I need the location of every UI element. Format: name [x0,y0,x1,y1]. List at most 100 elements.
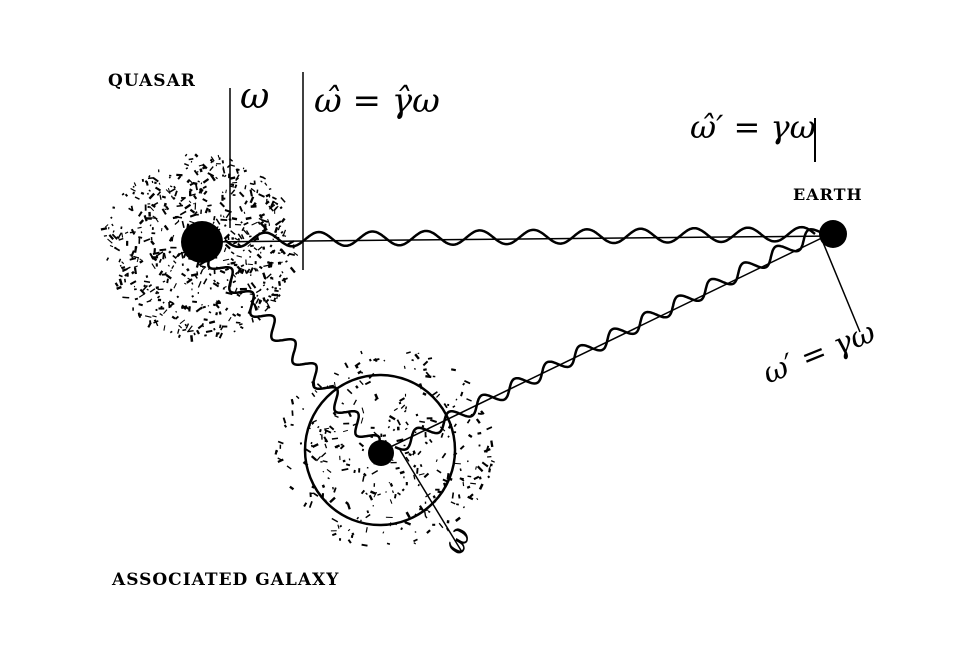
stipple-mark [442,478,449,483]
omega-quasar-annotation: ω [240,76,269,117]
stipple-mark [241,227,245,232]
stipple-mark [245,216,252,221]
quasar-label: QUASAR [108,71,196,91]
stipple-mark [188,178,194,184]
stipple-mark [173,260,177,264]
stipple-mark [111,223,114,227]
stipple-mark [413,538,418,543]
stipple-mark [100,227,108,231]
stipple-mark [138,303,143,307]
stipple-mark [199,265,206,268]
stipple-mark [374,357,378,363]
stipple-mark [235,174,240,181]
stipple-mark [478,483,484,490]
stipple-mark [163,252,167,259]
stipple-mark [134,297,139,301]
stipple-mark [247,243,252,247]
stipple-mark [277,281,282,286]
stipple-mark [161,208,167,215]
stipple-mark [192,181,198,186]
stipple-mark [274,289,279,292]
stipple-mark [155,290,160,295]
stipple-mark [148,284,153,288]
stipple-mark [215,218,221,225]
stipple-mark [137,313,143,317]
stipple-mark [230,230,236,235]
stipple-mark [475,418,481,424]
stipple-mark [347,503,351,510]
stipple-mark [189,213,197,218]
stipple-mark [280,217,286,223]
stipple-mark [154,186,162,192]
stipple-mark [477,412,483,415]
stipple-mark [253,267,258,272]
stipple-mark [130,205,134,212]
stipple-mark [371,469,379,475]
stipple-mark [392,428,396,432]
stipple-mark [188,158,194,161]
stipple-mark [455,398,458,401]
stipple-mark [319,433,322,436]
stipple-mark [217,332,220,335]
stipple-mark [244,200,248,205]
stipple-mark [173,185,176,189]
stipple-mark [172,216,178,220]
stipple-mark [339,444,345,450]
stipple-mark [337,524,340,529]
stipple-mark [132,185,135,188]
stipple-mark [334,415,339,418]
stipple-mark [151,263,156,270]
stipple-mark [116,236,120,240]
stipple-mark [388,419,391,423]
stipple-mark [121,232,124,238]
stipple-mark [124,273,128,277]
stipple-mark [408,453,412,457]
stipple-mark [163,224,169,231]
stipple-mark [323,427,330,430]
stipple-mark [481,461,489,468]
stipple-mark [181,272,187,277]
stipple-mark [308,501,313,508]
stipple-mark [215,303,220,309]
stipple-mark [223,247,227,253]
stipple-mark [196,271,199,275]
stipple-mark [258,193,265,198]
stipple-mark [258,299,263,305]
stipple-mark [344,501,350,506]
stipple-mark [272,238,275,241]
stipple-mark [162,280,166,283]
stipple-mark [191,282,194,285]
stipple-mark [170,195,174,199]
stipple-mark [286,465,292,470]
stipple-mark [278,274,282,278]
stipple-mark [331,517,339,523]
stipple-mark [414,531,417,533]
stipple-mark [230,251,235,255]
stipple-mark [290,423,294,426]
stipple-mark [195,184,198,191]
stipple-mark [310,455,318,462]
stipple-mark [163,202,167,207]
stipple-mark [264,182,268,186]
stipple-mark [373,492,376,495]
stipple-mark [224,243,231,250]
stipple-mark [155,292,158,295]
stipple-mark [400,404,406,409]
stipple-mark [333,372,340,376]
stipple-mark [422,392,427,396]
stipple-mark [429,418,438,423]
stipple-mark [233,330,236,333]
wave-quasar-galaxy [207,255,381,449]
stipple-mark [143,284,147,288]
stipple-mark [450,501,456,505]
stipple-mark [163,309,168,315]
earth-label: EARTH [793,185,863,204]
stipple-mark [133,182,137,187]
stipple-mark [230,176,236,180]
stipple-mark [193,332,196,336]
stipple-mark [215,312,218,316]
stipple-mark [437,490,442,494]
stipple-mark [171,315,176,320]
stipple-mark [201,303,203,306]
